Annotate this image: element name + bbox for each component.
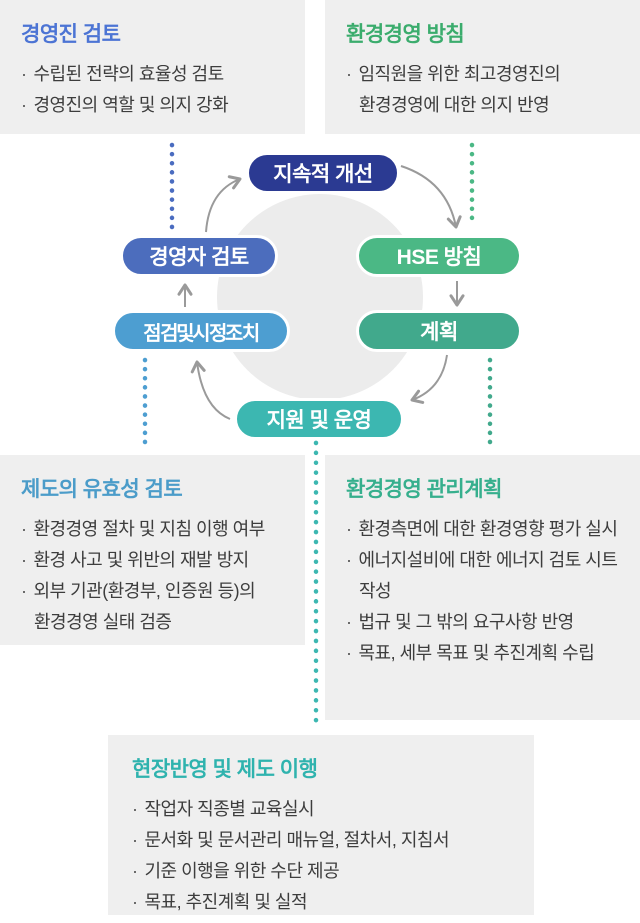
panel-management-plan: 환경경영 관리계획 환경측면에 대한 환경영향 평가 실시 에너지설비에 대한 … <box>325 455 640 720</box>
panel-title-management-review: 경영진 검토 <box>21 23 121 46</box>
list-item: 환경경영 절차 및 지침 이행 여부 <box>21 514 301 545</box>
arrow-plan-to-support <box>410 354 448 404</box>
panel-list: 환경경영 절차 및 지침 이행 여부 환경 사고 및 위반의 재발 방지 외부 … <box>21 514 301 638</box>
list-item: 목표, 세부 목표 및 추진계획 수립 <box>346 638 636 669</box>
list-item: 외부 기관(환경부, 인증원 등)의 환경경영 실태 검증 <box>21 576 301 638</box>
panel-title-environmental-policy: 환경경영 방침 <box>346 23 465 46</box>
cycle-node-check-corrective-action: 점검 및 시정 조치 <box>112 310 290 352</box>
cycle-node-support-operation: 지원 및 운영 <box>234 398 404 440</box>
list-item: 작업자 직종별 교육실시 <box>132 794 530 825</box>
list-item: 경영진의 역할 및 의지 강화 <box>21 90 301 121</box>
list-item: 임직원을 위한 최고경영진의 환경경영에 대한 의지 반영 <box>346 59 636 121</box>
cycle-node-continuous-improvement: 지속적 개선 <box>246 152 400 194</box>
list-item: 문서화 및 문서관리 매뉴얼, 절차서, 지침서 <box>132 825 530 856</box>
cycle-node-management-review: 경영자 검토 <box>120 235 278 277</box>
panel-environmental-policy: 환경경영 방침 임직원을 위한 최고경영진의 환경경영에 대한 의지 반영 <box>325 0 640 134</box>
panel-list: 환경측면에 대한 환경영향 평가 실시 에너지설비에 대한 에너지 검토 시트 … <box>346 514 636 669</box>
panel-field-implementation: 현장반영 및 제도 이행 작업자 직종별 교육실시 문서화 및 문서관리 매뉴얼… <box>108 735 534 915</box>
list-item: 환경측면에 대한 환경영향 평가 실시 <box>346 514 636 545</box>
arrow-review-to-improvement <box>205 175 242 233</box>
list-item: 기준 이행을 위한 수단 제공 <box>132 856 530 887</box>
panel-system-effectiveness-review: 제도의 유효성 검토 환경경영 절차 및 지침 이행 여부 환경 사고 및 위반… <box>0 455 305 645</box>
panel-title-field-implementation: 현장반영 및 제도 이행 <box>132 758 318 781</box>
panel-title-management-plan: 환경경영 관리계획 <box>346 478 502 501</box>
panel-management-review: 경영진 검토 수립된 전략의 효율성 검토 경영진의 역할 및 의지 강화 <box>0 0 305 134</box>
arrow-improvement-to-hse-policy <box>400 165 462 229</box>
list-item: 수립된 전략의 효율성 검토 <box>21 59 301 90</box>
cycle-node-hse-policy: HSE 방침 <box>356 235 522 277</box>
cycle-background-circle <box>217 194 423 400</box>
panel-list: 수립된 전략의 효율성 검토 경영진의 역할 및 의지 강화 <box>21 59 301 121</box>
cycle-node-plan: 계획 <box>356 310 522 352</box>
list-item: 환경 사고 및 위반의 재발 방지 <box>21 545 301 576</box>
panel-list: 작업자 직종별 교육실시 문서화 및 문서관리 매뉴얼, 절차서, 지침서 기준… <box>132 794 530 918</box>
panel-title-system-effectiveness-review: 제도의 유효성 검토 <box>21 478 183 501</box>
list-item: 법규 및 그 밖의 요구사항 반영 <box>346 607 636 638</box>
panel-list: 임직원을 위한 최고경영진의 환경경영에 대한 의지 반영 <box>346 59 636 121</box>
list-item: 목표, 추진계획 및 실적 <box>132 887 530 918</box>
list-item: 에너지설비에 대한 에너지 검토 시트 작성 <box>346 545 636 607</box>
arrow-support-to-check <box>190 360 231 420</box>
